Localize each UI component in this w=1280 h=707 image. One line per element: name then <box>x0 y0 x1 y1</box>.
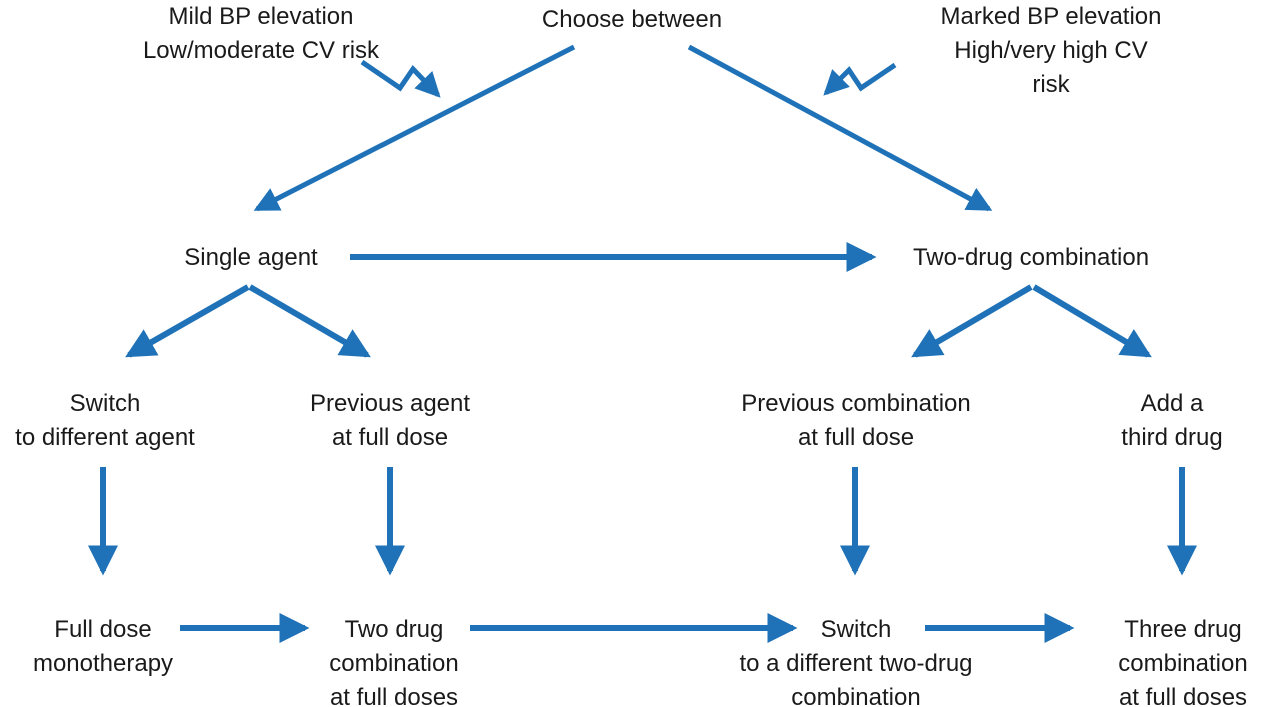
arrow-two-drug-to-previous-combination <box>911 284 1033 358</box>
node-two-drug-combination-full-doses: Two drug combination at full doses <box>329 616 459 707</box>
node-switch-to-different-two-drug: Switch to a different two-drug combinati… <box>739 616 973 707</box>
node-previous-agent-full-dose: Previous agent at full dose <box>309 390 471 451</box>
node-three-drug-combination-full-doses: Three drug combination at full doses <box>1118 616 1248 707</box>
arrow-two-drug-to-add-third-drug <box>1032 284 1152 358</box>
node-full-dose-monotherapy: Full dose monotherapy <box>32 616 174 677</box>
arrow-marked-annotation-zigzag <box>823 62 897 96</box>
node-mild-bp-elevation: Mild BP elevation Low/moderate CV risk <box>142 3 380 64</box>
arrow-mild-annotation-zigzag <box>360 59 441 98</box>
node-choose-between: Choose between <box>541 6 723 33</box>
arrow-single-agent-to-previous-agent <box>248 284 371 358</box>
node-two-drug-combination: Two-drug combination <box>912 244 1150 271</box>
node-add-a-third-drug: Add a third drug <box>1121 390 1223 451</box>
node-marked-bp-elevation: Marked BP elevation High/very high CV ri… <box>940 3 1162 98</box>
arrow-choose-to-two-drug-combination <box>687 44 993 212</box>
node-previous-combination-full-dose: Previous combination at full dose <box>741 390 971 451</box>
node-switch-to-different-agent: Switch to different agent <box>15 390 195 451</box>
arrow-single-agent-to-switch-agent <box>125 284 250 358</box>
arrow-choose-to-single-agent <box>253 44 576 212</box>
node-single-agent: Single agent <box>184 244 318 271</box>
